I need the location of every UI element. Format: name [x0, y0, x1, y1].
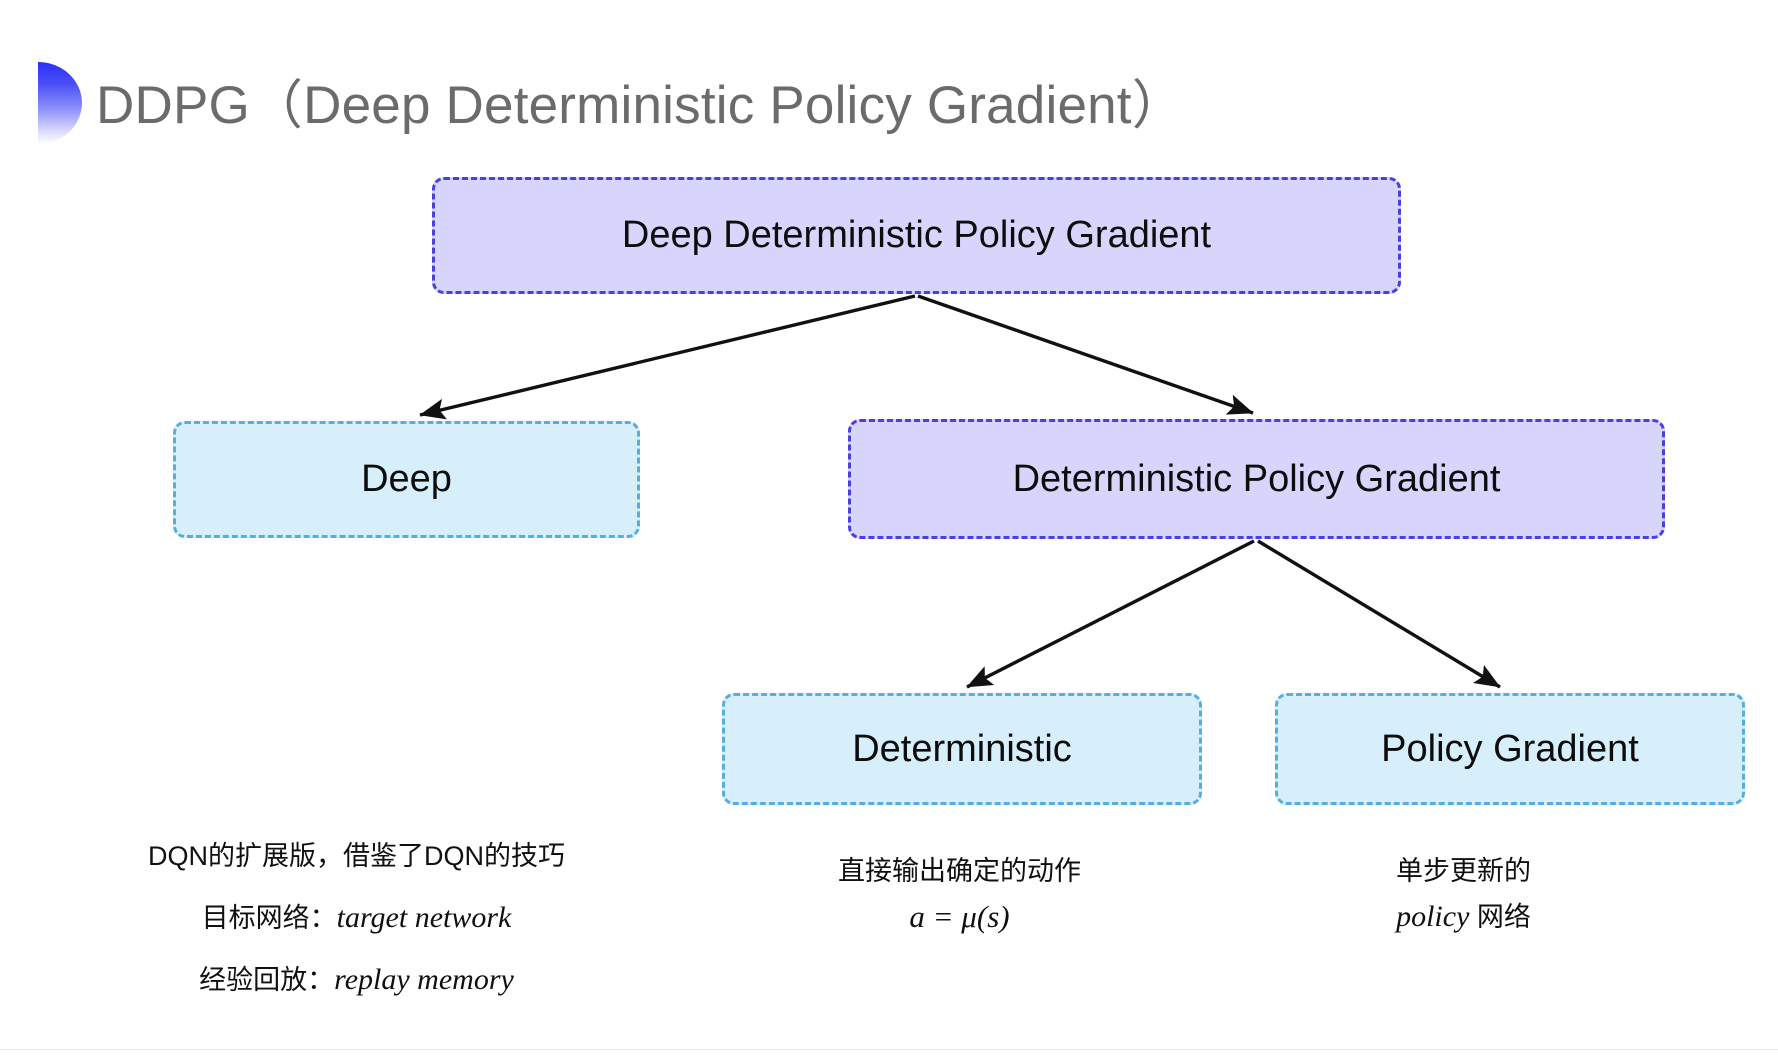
caption-deep-line-2: 目标网络：target network	[148, 887, 565, 949]
caption-deep: DQN的扩展版，借鉴了DQN的技巧 目标网络：target network 经验…	[148, 825, 565, 1011]
edge-dpg-to-deterministic	[966, 539, 1255, 689]
caption-deterministic-line-1: 直接输出确定的动作	[838, 856, 1081, 886]
page-title: DDPG（Deep Deterministic Policy Gradient）	[96, 76, 1185, 135]
node-deterministic[interactable]: Deterministic	[722, 693, 1202, 805]
edge-root-to-dpg	[917, 294, 1254, 415]
caption-deep-line-1: DQN的扩展版，借鉴了DQN的技巧	[148, 841, 565, 871]
caption-deep-line-3-label: 经验回放：	[199, 965, 335, 995]
caption-deep-line-3: 经验回放：replay memory	[148, 949, 565, 1011]
caption-deterministic-formula: a = μ(s)	[909, 899, 1010, 934]
caption-policy-gradient-line-1: 单步更新的	[1396, 856, 1531, 886]
node-deep[interactable]: Deep	[173, 421, 640, 538]
caption-policy-gradient: 单步更新的 policy 网络	[1396, 848, 1531, 940]
node-policy-gradient[interactable]: Policy Gradient	[1275, 693, 1745, 805]
node-deterministic-policy-gradient[interactable]: Deterministic Policy Gradient	[848, 419, 1665, 539]
slide-bottom-divider	[0, 1049, 1778, 1056]
caption-policy-gradient-suffix: 网络	[1469, 902, 1531, 932]
caption-deep-line-2-label: 目标网络：	[201, 903, 337, 933]
caption-policy-gradient-line-2: policy 网络	[1396, 894, 1531, 940]
edge-root-to-deep	[419, 294, 916, 420]
caption-policy-gradient-term: policy	[1396, 900, 1470, 933]
caption-deterministic: 直接输出确定的动作 a = μ(s)	[838, 848, 1081, 940]
title-bullet-icon	[38, 62, 82, 144]
caption-deep-line-3-term: replay memory	[334, 963, 514, 996]
edge-dpg-to-policy-gradient	[1257, 539, 1501, 689]
node-deep-deterministic-policy-gradient[interactable]: Deep Deterministic Policy Gradient	[432, 177, 1401, 294]
caption-deep-line-2-term: target network	[336, 901, 512, 934]
